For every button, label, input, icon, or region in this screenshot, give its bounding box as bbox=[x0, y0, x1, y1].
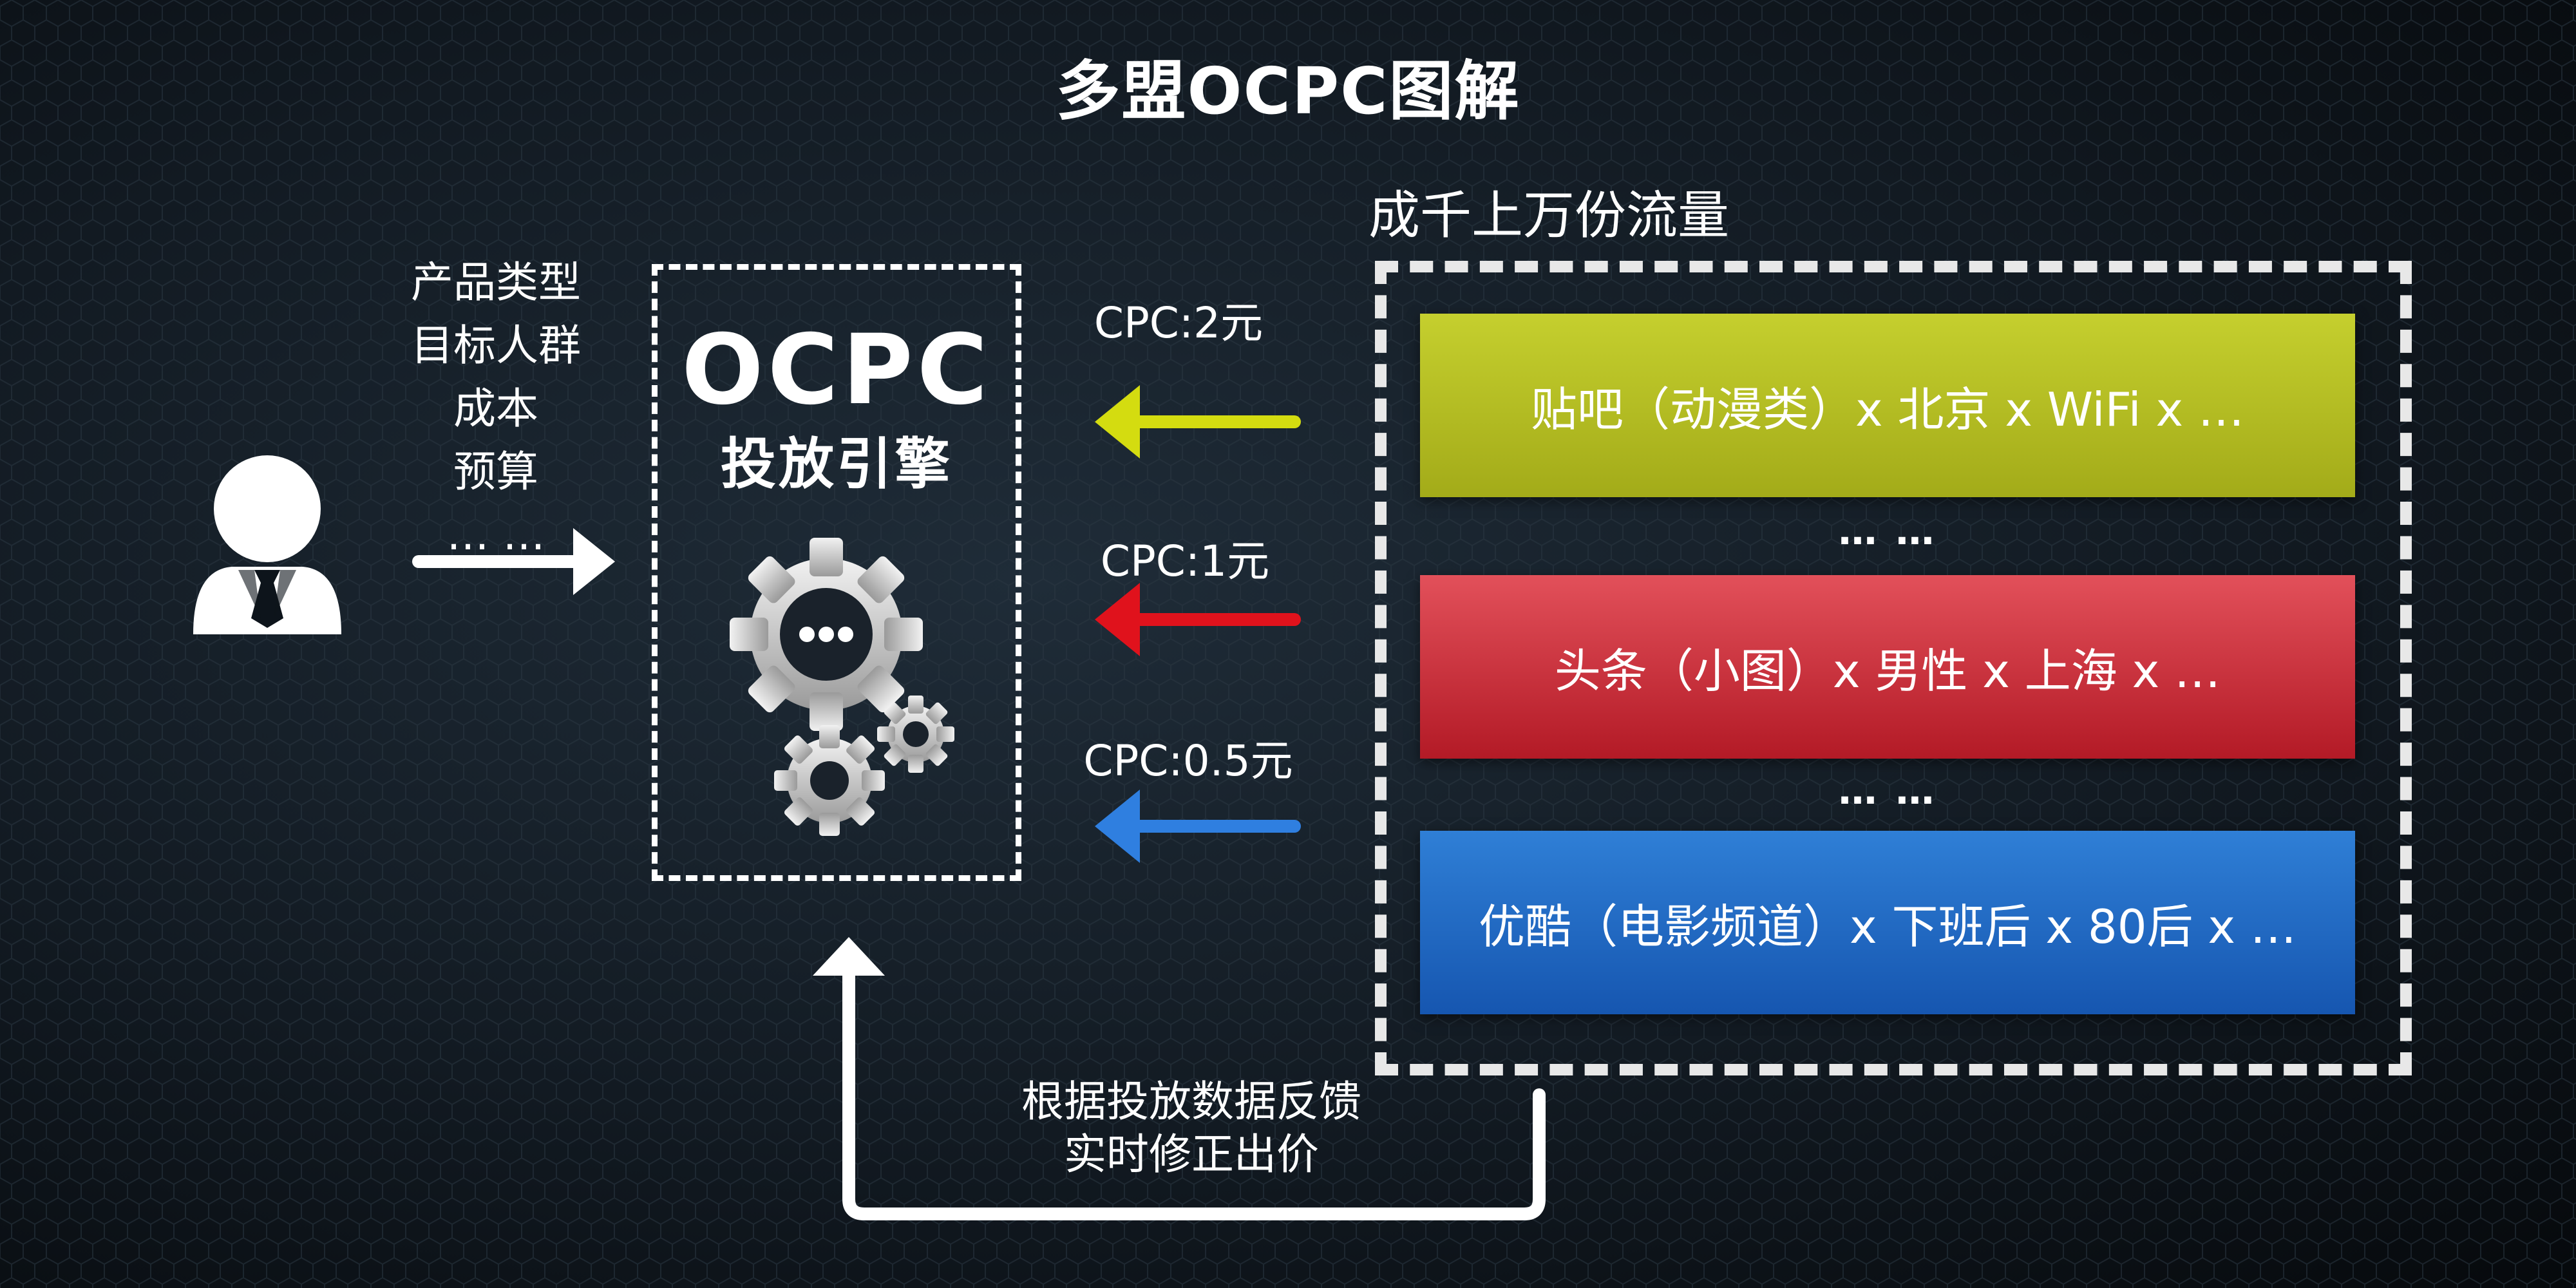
param-cost: 成本 bbox=[453, 384, 538, 433]
page-title: 多盟OCPC图解 bbox=[1056, 53, 1520, 129]
traffic-bar-toutiao: 头条（小图）x 男性 x 上海 x … bbox=[1420, 575, 2355, 759]
advertiser-params: 产品类型 目标人群 成本 预算 … … bbox=[361, 251, 631, 567]
engine-title: OCPC bbox=[681, 314, 992, 426]
engine-subtitle: 投放引擎 bbox=[721, 432, 952, 497]
param-target-audience: 目标人群 bbox=[411, 321, 581, 370]
param-product-type: 产品类型 bbox=[411, 258, 581, 307]
cpc-label-1: CPC:2元 bbox=[1094, 298, 1264, 348]
feedback-text: 根据投放数据反馈 实时修正出价 bbox=[966, 1075, 1417, 1181]
traffic-separator-1: … … bbox=[1838, 509, 1937, 554]
feedback-line-1: 根据投放数据反馈 bbox=[1021, 1077, 1361, 1126]
cpc-label-2: CPC:1元 bbox=[1100, 536, 1270, 586]
traffic-title: 成千上万份流量 bbox=[1368, 185, 1729, 245]
engine-box bbox=[652, 264, 1021, 881]
param-budget: 预算 bbox=[453, 447, 538, 497]
traffic-box bbox=[1375, 261, 2412, 1075]
param-more: … … bbox=[446, 510, 545, 560]
traffic-separator-2: … … bbox=[1838, 768, 1937, 813]
traffic-bar-youku: 优酷（电影频道）x 下班后 x 80后 x … bbox=[1420, 831, 2355, 1014]
traffic-bar-tieba: 贴吧（动漫类）x 北京 x WiFi x … bbox=[1420, 314, 2355, 497]
cpc-label-3: CPC:0.5元 bbox=[1083, 736, 1293, 786]
feedback-line-2: 实时修正出价 bbox=[1064, 1130, 1319, 1179]
